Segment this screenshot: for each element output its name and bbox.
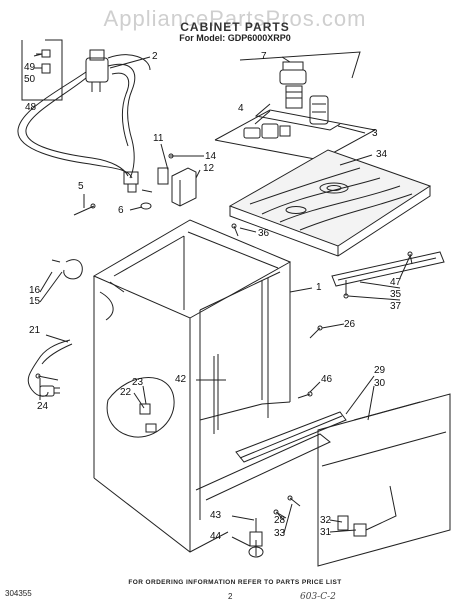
- page-number: 2: [228, 592, 233, 601]
- cord-clamp: [51, 259, 83, 280]
- callout-36: 36: [258, 228, 270, 239]
- callout-4: 4: [238, 103, 244, 114]
- callout-42: 42: [175, 374, 187, 385]
- model-line: For Model: GDP6000XRP0: [179, 33, 291, 43]
- document-number: 304355: [5, 589, 32, 598]
- screw-14: [168, 153, 192, 159]
- screw-5: [73, 203, 96, 216]
- callout-14: 14: [205, 151, 217, 162]
- callout-31: 31: [320, 527, 332, 538]
- screws-28-33: [273, 495, 301, 519]
- cabinet-frame: [92, 219, 292, 553]
- ordering-note: FOR ORDERING INFORMATION REFER TO PARTS …: [128, 579, 342, 586]
- callout-26: 26: [344, 319, 356, 330]
- site-watermark: AppliancePartsPros.com: [103, 6, 367, 31]
- screw-26: [309, 325, 323, 339]
- callout-49: 49: [24, 62, 36, 73]
- mounting-bracket: [106, 377, 175, 438]
- callout-1: 1: [316, 282, 322, 293]
- callout-35: 35: [390, 289, 402, 300]
- callout-16: 16: [29, 285, 41, 296]
- diagram-title: CABINET PARTS: [180, 20, 290, 34]
- screw-36: [231, 223, 239, 237]
- callout-22: 22: [120, 387, 132, 398]
- callout-47: 47: [390, 277, 402, 288]
- callout-23: 23: [132, 377, 144, 388]
- leader-lines: [33, 53, 411, 547]
- callout-28: 28: [274, 515, 286, 526]
- callout-44: 44: [210, 531, 222, 542]
- fill-valve-hose: [17, 49, 151, 193]
- callout-12: 12: [203, 163, 215, 174]
- callout-33: 33: [274, 528, 286, 539]
- power-cord: [27, 339, 73, 397]
- callout-7: 7: [261, 51, 267, 62]
- callout-30: 30: [374, 378, 386, 389]
- callout-43: 43: [210, 510, 222, 521]
- callout-2: 2: [152, 51, 158, 62]
- callout-21: 21: [29, 325, 41, 336]
- callout-34: 34: [376, 149, 388, 160]
- callout-29: 29: [374, 365, 386, 376]
- callout-11: 11: [153, 133, 164, 144]
- callout-32: 32: [320, 515, 332, 526]
- callout-6: 6: [118, 205, 124, 216]
- tube-connector: [214, 109, 377, 161]
- inner-supports: [208, 354, 226, 434]
- callout-37: 37: [390, 301, 402, 312]
- screw-24: [35, 373, 59, 381]
- callout-5: 5: [78, 181, 84, 192]
- callout-46: 46: [321, 374, 333, 385]
- callout-50: 50: [24, 74, 36, 85]
- handwritten-code: 603-C-2: [300, 592, 336, 602]
- callout-3: 3: [372, 128, 378, 139]
- side-rail: [331, 251, 445, 299]
- leveling-foot: [248, 518, 264, 558]
- callout-48: 48: [25, 102, 37, 113]
- switch-box: [141, 167, 197, 207]
- cap-assembly: [239, 51, 361, 131]
- base-rail: [195, 393, 451, 567]
- screw-46: [297, 391, 313, 399]
- callout-24: 24: [37, 401, 49, 412]
- clip-6: [140, 202, 152, 210]
- top-panel-34: [228, 149, 432, 257]
- callout-15: 15: [29, 296, 41, 307]
